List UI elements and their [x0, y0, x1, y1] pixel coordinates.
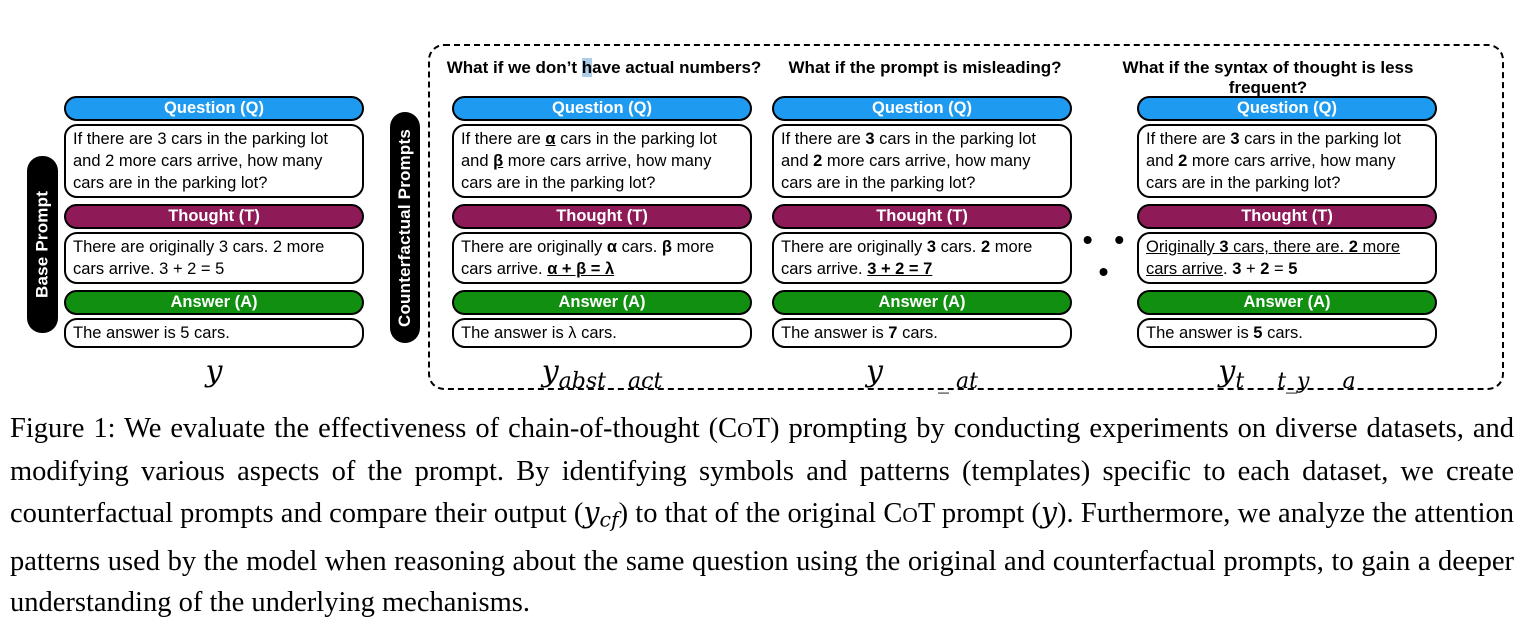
thought-header-pill: Thought (T) [1137, 204, 1437, 229]
ellipsis-dots: • • • [1082, 224, 1132, 287]
thought-body: There are originally 3 cars. 2 more cars… [64, 232, 364, 284]
base-card: Question (Q) If there are 3 cars in the … [64, 96, 364, 348]
question-header-pill: Question (Q) [772, 96, 1072, 121]
question-header-pill: Question (Q) [64, 96, 364, 121]
cf-column-3: Question (Q) If there are 3 cars in the … [1137, 96, 1437, 394]
answer-body: The answer is λ cars. [452, 318, 752, 348]
thought-header-pill: Thought (T) [772, 204, 1072, 229]
question-header-pill: Question (Q) [1137, 96, 1437, 121]
base-column: Question (Q) If there are 3 cars in the … [64, 96, 364, 394]
thought-header-pill: Thought (T) [452, 204, 752, 229]
answer-body: The answer is 5 cars. [64, 318, 364, 348]
question-body: If there are α cars in the parking lot a… [452, 124, 752, 198]
answer-header-pill: Answer (A) [772, 290, 1072, 315]
answer-header-pill: Answer (A) [64, 290, 364, 315]
cf-math-label-1: yabst act [541, 354, 663, 394]
cf-column-1-header: What if we don’t have actual numbers? [446, 58, 762, 77]
thought-body: There are originally 3 cars. 2 more cars… [772, 232, 1072, 284]
question-body: If there are 3 cars in the parking lot a… [1137, 124, 1437, 198]
cf-column-1: Question (Q) If there are α cars in the … [452, 96, 752, 394]
counterfactual-prompts-pill: Counterfactual Prompts [390, 112, 420, 343]
cf-math-label-2: y _ at [866, 354, 978, 394]
diagram: Base Prompt Question (Q) If there are 3 … [27, 44, 1504, 394]
thought-body: There are originally α cars. β more cars… [452, 232, 752, 284]
thought-header-pill: Thought (T) [64, 204, 364, 229]
cf-column-2-header: What if the prompt is misleading? [788, 58, 1062, 77]
cf-card-2: Question (Q) If there are 3 cars in the … [772, 96, 1072, 348]
cf-card-1: Question (Q) If there are α cars in the … [452, 96, 752, 348]
thought-body: Originally 3 cars, there are. 2 more car… [1137, 232, 1437, 284]
figure-caption: Figure 1: We evaluate the effectiveness … [10, 413, 1514, 618]
cf-card-3: Question (Q) If there are 3 cars in the … [1137, 96, 1437, 348]
counterfactual-box: What if we don’t have actual numbers? Wh… [428, 44, 1504, 394]
cf-math-label-3: yt t_y a [1218, 354, 1356, 394]
base-math-label: y [205, 354, 223, 389]
answer-body: The answer is 5 cars. [1137, 318, 1437, 348]
answer-body: The answer is 7 cars. [772, 318, 1072, 348]
base-prompt-pill: Base Prompt [27, 156, 58, 333]
cf-column-2: Question (Q) If there are 3 cars in the … [772, 96, 1072, 394]
question-header-pill: Question (Q) [452, 96, 752, 121]
cf-column-3-header: What if the syntax of thought is less fr… [1122, 58, 1414, 97]
question-body: If there are 3 cars in the parking lot a… [64, 124, 364, 198]
answer-header-pill: Answer (A) [452, 290, 752, 315]
question-body: If there are 3 cars in the parking lot a… [772, 124, 1072, 198]
answer-header-pill: Answer (A) [1137, 290, 1437, 315]
